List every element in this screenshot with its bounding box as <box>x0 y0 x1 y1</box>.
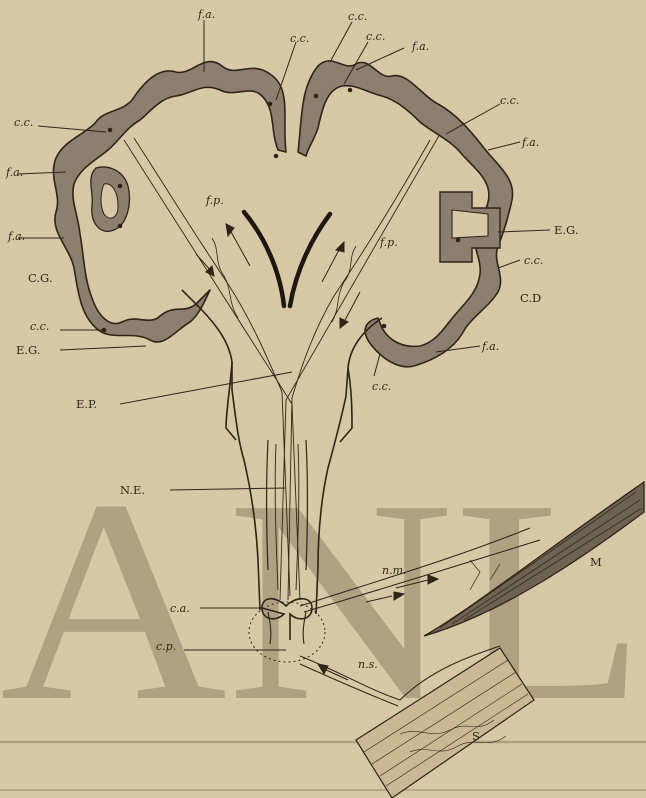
label-cc-right-lower: c.c. <box>372 380 391 393</box>
label-cg: C.G. <box>28 271 52 285</box>
label-ep: E.P. <box>76 397 97 411</box>
label-cc-top-2: c.c. <box>366 30 385 43</box>
label-fa-right-upper: f.a. <box>521 136 539 149</box>
left-hemisphere-cortex <box>53 62 286 342</box>
label-fa-top: f.a. <box>197 8 215 21</box>
label-fp-right: f.p. <box>379 236 398 249</box>
label-cc-top-right: c.c. <box>348 10 367 23</box>
label-ns: n.s. <box>358 658 378 671</box>
label-s: S <box>472 729 480 743</box>
label-ne: N.E. <box>120 483 145 497</box>
label-fa-left-mid: f.a. <box>7 230 25 243</box>
label-fp-left: f.p. <box>205 194 224 207</box>
cerebral-hemispheres <box>53 61 512 367</box>
label-cp: c.p. <box>156 640 176 653</box>
label-eg-left: E.G. <box>16 343 40 357</box>
label-eg-right: E.G. <box>554 223 578 237</box>
label-cc-left-upper: c.c. <box>14 116 33 129</box>
label-cc-right-mid: c.c. <box>524 254 543 267</box>
watermark-text: ANL <box>0 440 646 761</box>
label-cc-left-lower: c.c. <box>30 320 49 333</box>
central-ventricles <box>244 212 330 306</box>
label-ca: c.a. <box>170 602 190 615</box>
label-fa-right-lower: f.a. <box>481 340 499 353</box>
label-cd: C.D <box>520 291 541 305</box>
watermark: ANL <box>0 440 646 761</box>
label-cc-right-upper: c.c. <box>500 94 519 107</box>
label-fa-top-right: f.a. <box>411 40 429 53</box>
label-fa-left-upper: f.a. <box>5 166 23 179</box>
label-m: M <box>590 555 602 569</box>
label-cc-top-mid: c.c. <box>290 32 309 45</box>
label-nm: n.m. <box>382 564 407 577</box>
